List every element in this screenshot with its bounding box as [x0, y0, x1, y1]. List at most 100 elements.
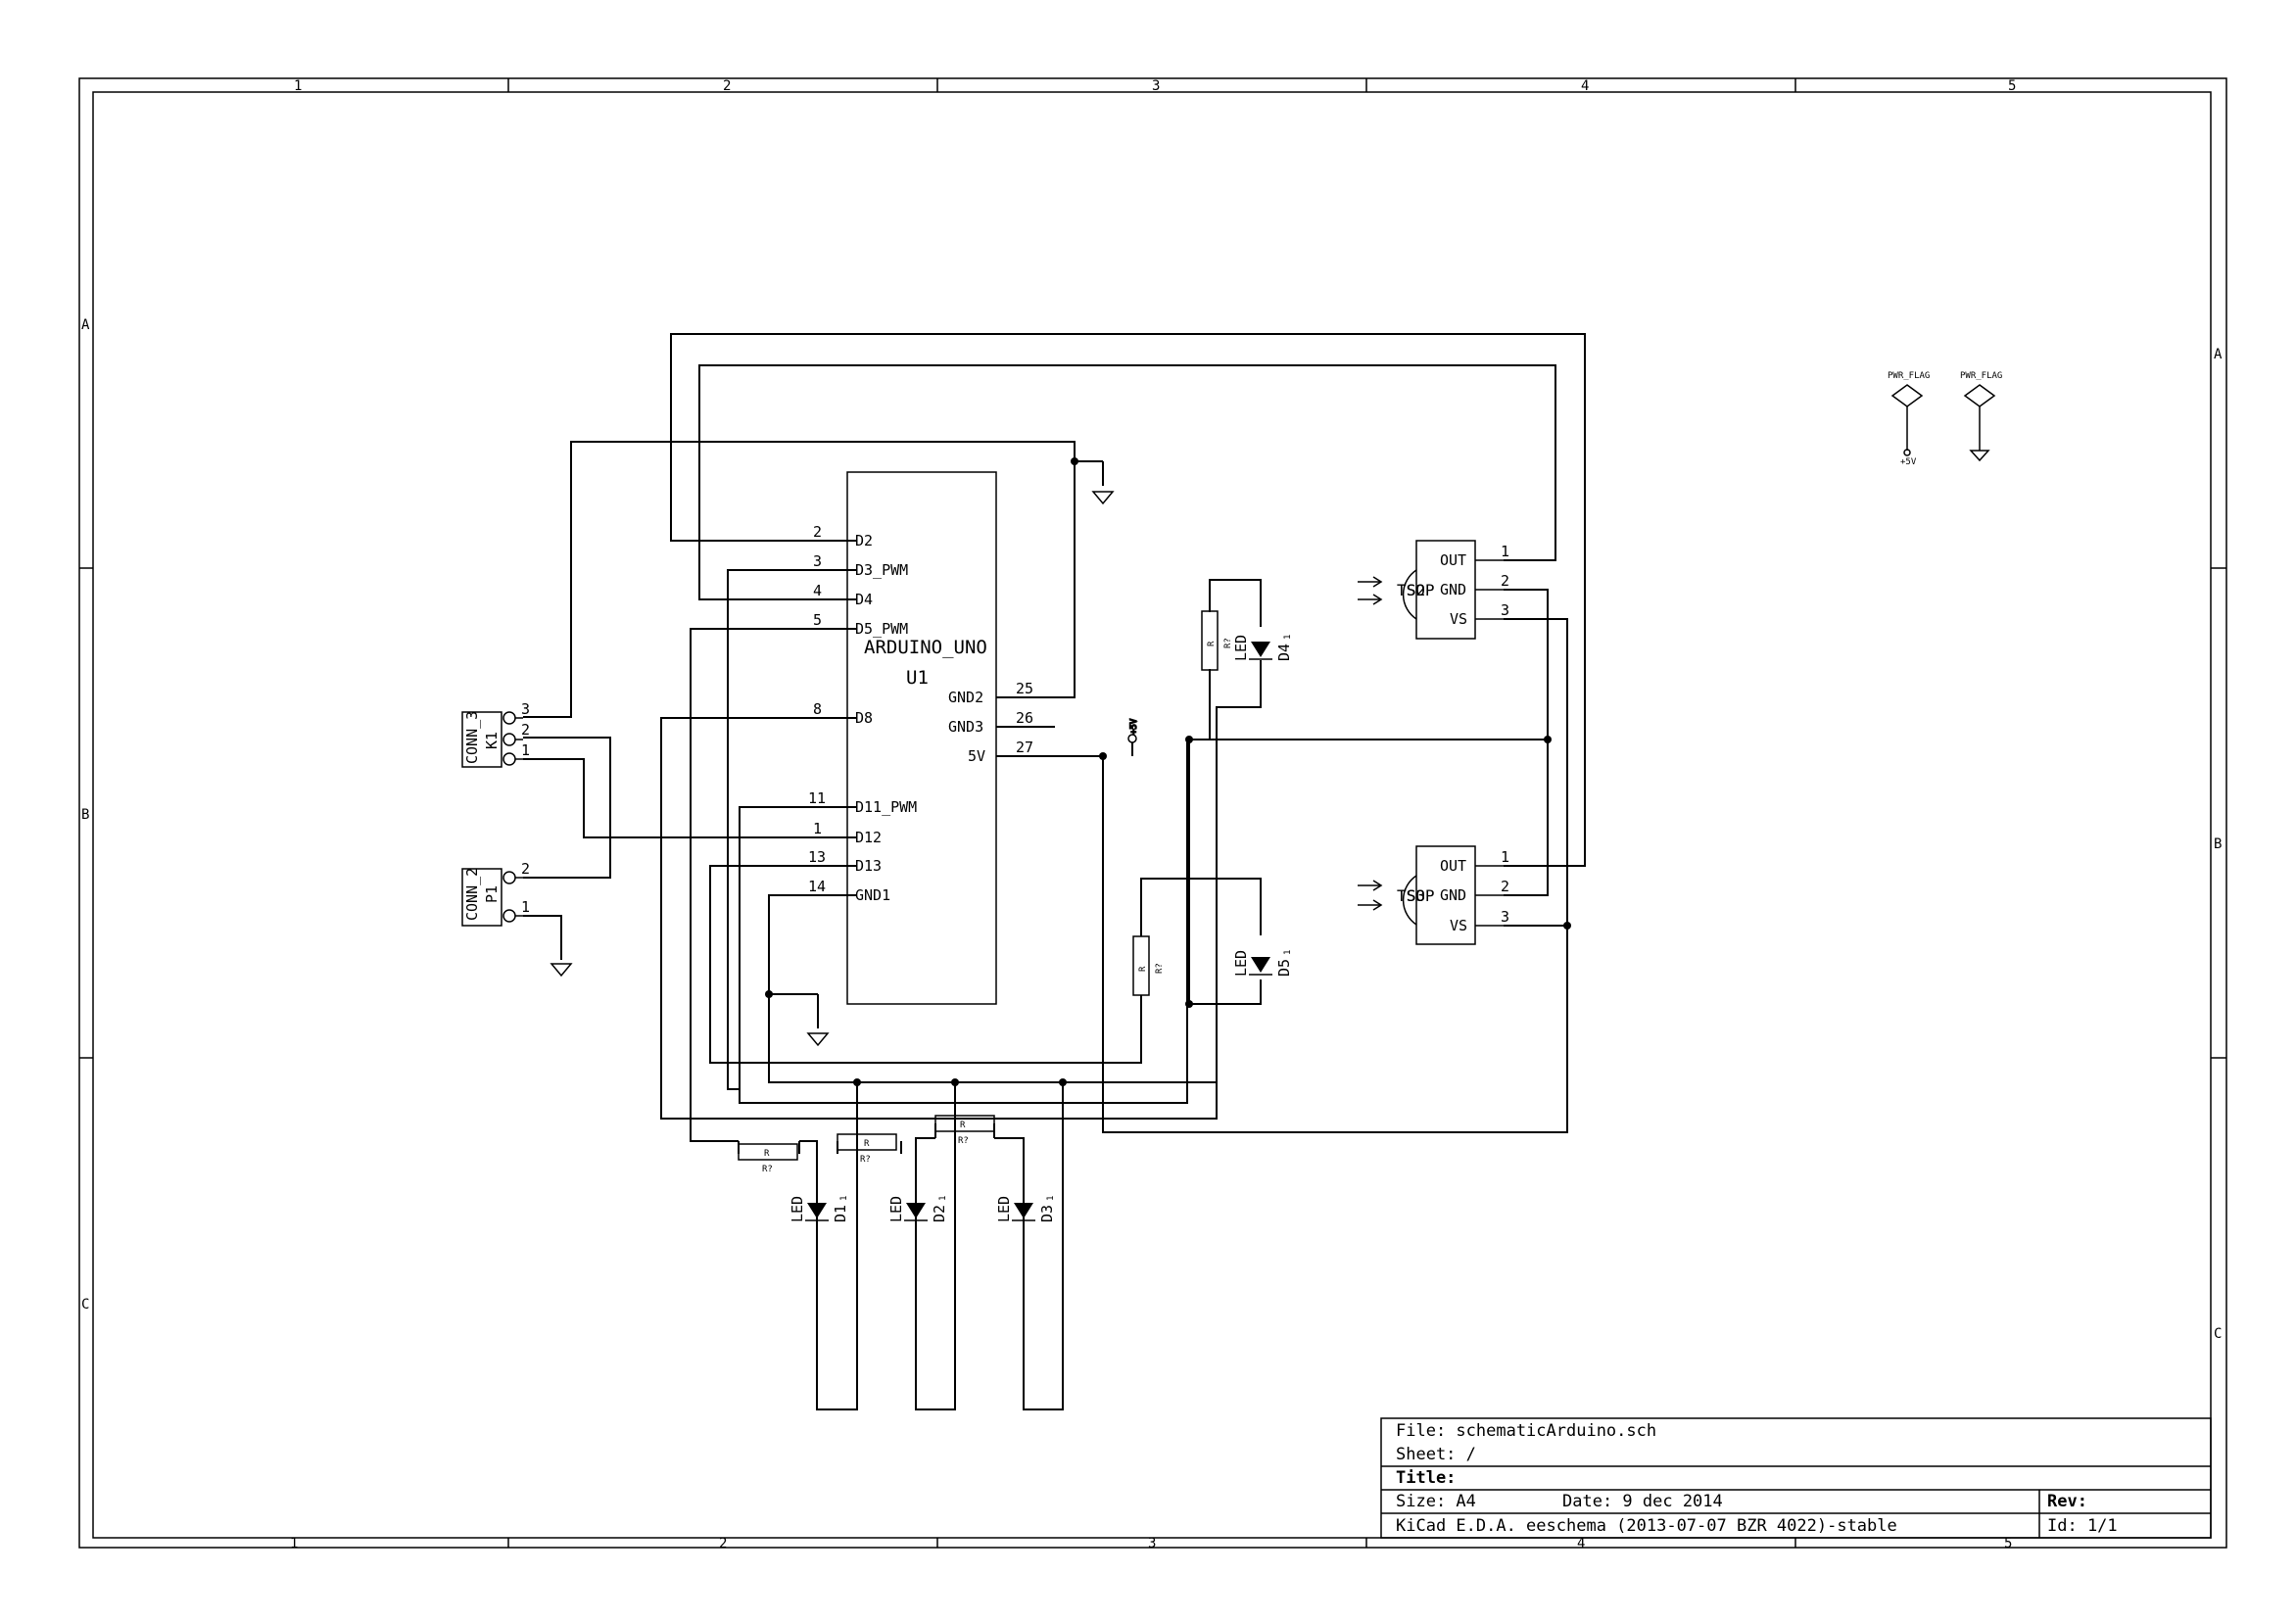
pin-name: D3_PWM — [855, 561, 908, 579]
col-label: 1 — [290, 1536, 298, 1551]
pin-number: 2 — [521, 721, 530, 739]
resistor-value: R — [764, 1149, 770, 1159]
pin-name: GND1 — [855, 886, 890, 904]
frame-column-labels-top: 1 2 3 4 5 — [294, 78, 2016, 94]
pin-number: 3 — [1501, 601, 1509, 619]
tb-rev: Rev: — [2047, 1492, 2087, 1511]
junctions — [765, 457, 1571, 1086]
pin-number: 2 — [1501, 572, 1509, 590]
mcu-name: ARDUINO_UNO — [864, 637, 987, 658]
led-ref: D2 — [931, 1205, 948, 1222]
pin-number: 11 — [808, 789, 826, 807]
pin-number: 26 — [1016, 709, 1033, 727]
pin-number: 1 — [1501, 543, 1509, 560]
pwr-flag-1: PWR_FLAG +5V — [1888, 371, 1930, 467]
pin-name: D12 — [855, 829, 882, 846]
col-label: 4 — [1581, 78, 1589, 94]
pin-number: 8 — [813, 700, 822, 718]
col-label: 3 — [1148, 1536, 1156, 1551]
pin-number: 25 — [1016, 680, 1033, 697]
tb-kicad: KiCad E.D.A. eeschema (2013-07-07 BZR 40… — [1396, 1516, 1897, 1536]
pin-number: 2 — [521, 860, 530, 878]
led-pin: 1 — [1283, 635, 1293, 640]
tb-id: Id: 1/1 — [2047, 1516, 2118, 1536]
pin-name: GND — [1440, 886, 1466, 904]
pin-number: 3 — [1501, 908, 1509, 926]
pin-number: 2 — [1501, 878, 1509, 895]
led-value: LED — [887, 1196, 905, 1222]
frame-row-labels: A B C A B C — [81, 317, 2223, 1342]
pin-number: 1 — [521, 741, 530, 759]
resistor-value: R — [1138, 966, 1148, 972]
led-pin: 1 — [1046, 1196, 1056, 1201]
resistor-value: R — [960, 1121, 966, 1130]
ground-symbol-3 — [806, 1032, 830, 1047]
pin-name: D4 — [855, 591, 873, 608]
pin-name: GND — [1440, 581, 1466, 598]
led-d1: LED 1 D1 — [789, 1196, 849, 1222]
plus5v-label: +5V — [1129, 718, 1139, 735]
pwr-flag-label: PWR_FLAG — [1888, 371, 1930, 381]
pin-number: 13 — [808, 848, 826, 866]
col-label: 4 — [1577, 1536, 1585, 1551]
pin-number: 1 — [521, 898, 530, 916]
pin-name: OUT — [1440, 551, 1466, 569]
connector-value: CONN_2 — [463, 868, 481, 921]
row-label: A — [2214, 347, 2223, 362]
led-value: LED — [1232, 635, 1250, 661]
led-pin: 1 — [839, 1196, 849, 1201]
led-d4: LED 1 D4 — [1232, 635, 1293, 661]
tb-sheet: Sheet: / — [1396, 1445, 1476, 1464]
col-label: 5 — [2004, 1536, 2012, 1551]
resistor-r4: R R? — [1201, 610, 1233, 671]
led-value: LED — [789, 1196, 806, 1222]
pwr-flag-2: PWR_FLAG — [1960, 371, 2002, 462]
pin-name: 5V — [968, 747, 985, 765]
tsop-sensor-s3: OUT GND VS 1 2 3 TSOP S3 — [1358, 845, 1509, 945]
pin-number: 3 — [813, 552, 822, 570]
pin-number: 1 — [1501, 848, 1509, 866]
sensor-ref: S3 — [1407, 886, 1425, 905]
drawing-frame — [78, 77, 2227, 1549]
led-d5: LED 1 D5 — [1232, 950, 1293, 977]
arduino-uno-u1: ARDUINO_UNO U1 2 3 4 5 8 11 1 13 14 D2 D… — [808, 471, 1035, 1005]
pin-name: OUT — [1440, 857, 1466, 875]
resistor-ref: R? — [1155, 963, 1165, 974]
mcu-ref: U1 — [906, 667, 929, 689]
led-d2: LED 1 D2 — [887, 1196, 948, 1222]
led-ref: D5 — [1275, 959, 1293, 977]
row-label: B — [81, 807, 89, 823]
led-pin: 1 — [1283, 950, 1293, 955]
sensor-overlay-text: TSOP — [1397, 886, 1435, 905]
col-label: 3 — [1152, 78, 1160, 94]
sensor-overlay-text: TSOP — [1397, 581, 1435, 599]
pin-name: D5_PWM — [855, 620, 908, 638]
tb-file: File: schematicArduino.sch — [1396, 1421, 1656, 1441]
pin-number: 1 — [813, 820, 822, 837]
resistor-ref: R? — [1223, 638, 1233, 648]
connector-ref: K1 — [483, 732, 501, 749]
pin-name: D11_PWM — [855, 798, 917, 816]
pin-number: 14 — [808, 878, 826, 895]
pin-name: D8 — [855, 709, 873, 727]
wires — [523, 333, 1586, 1410]
row-label: C — [2214, 1326, 2222, 1342]
row-label: A — [81, 317, 90, 333]
resistor-ref: R? — [958, 1136, 969, 1146]
resistor-ref: R? — [860, 1155, 871, 1165]
plus5v-label: +5V — [1900, 457, 1917, 467]
tb-title: Title: — [1396, 1468, 1456, 1488]
led-ref: D1 — [832, 1205, 849, 1222]
col-label: 5 — [2008, 78, 2016, 94]
connector-ref: P1 — [483, 885, 501, 903]
pin-number: 2 — [813, 523, 822, 541]
ground-symbol-1 — [1091, 491, 1115, 505]
col-label: 2 — [719, 1536, 727, 1551]
pin-name: VS — [1450, 917, 1467, 934]
pin-number: 4 — [813, 582, 822, 599]
pin-name: VS — [1450, 610, 1467, 628]
ground-symbol-2 — [550, 963, 573, 978]
pin-number: 5 — [813, 611, 822, 629]
pwr-flag-label: PWR_FLAG — [1960, 371, 2002, 381]
